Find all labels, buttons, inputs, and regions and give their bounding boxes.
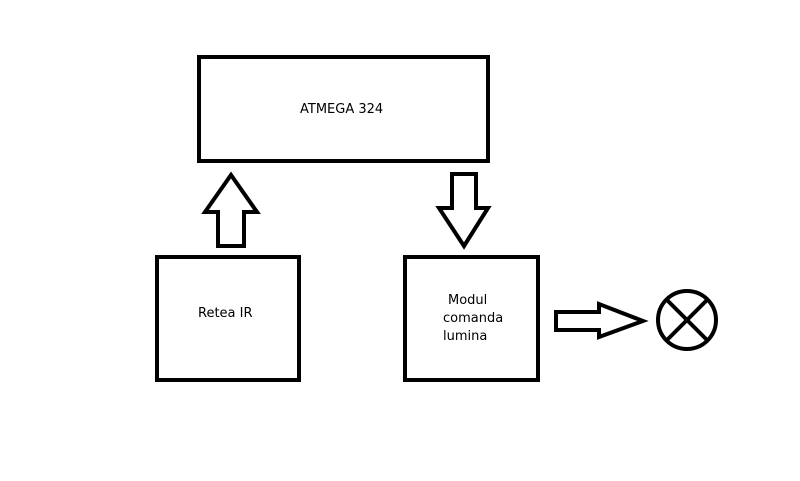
block-mcu-box [197,55,490,163]
block-mcu: ATMEGA 324 [197,55,490,163]
block-ir: Retea IR [155,255,301,382]
block-module: Modul comanda lumina [403,255,540,382]
block-ir-box [155,255,301,382]
block-module-box [403,255,540,382]
block-ir-label: Retea IR [198,306,253,321]
block-module-label-line-1: Modul [448,293,487,308]
block-module-label-line-2: comanda [443,311,503,326]
block-module-label-line-3: lumina [443,329,487,344]
arrow-down-icon [435,172,492,250]
block-mcu-label: ATMEGA 324 [300,102,383,117]
arrow-right-icon [554,301,649,340]
arrow-up-icon [201,171,261,248]
lamp-symbol-icon [656,289,718,351]
